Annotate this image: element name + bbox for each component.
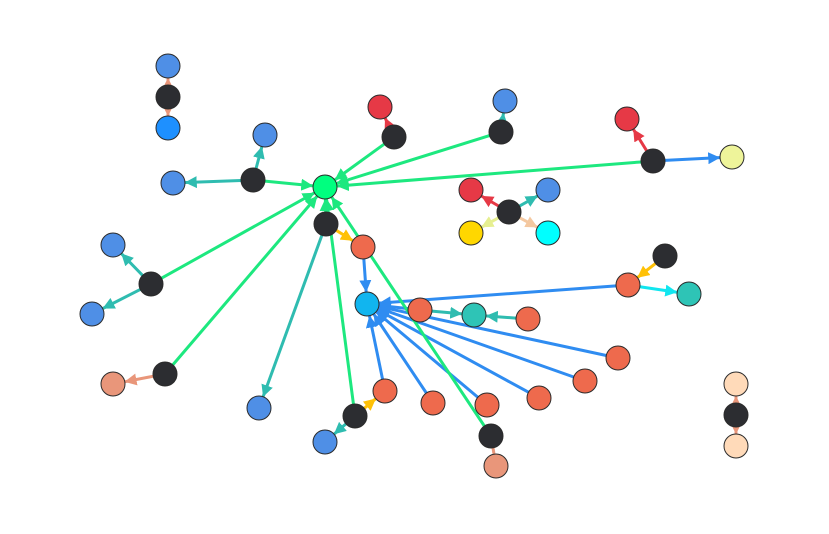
edge-l1-s9 — [362, 397, 377, 411]
graph-node-g1[interactable] — [313, 211, 339, 237]
graph-node-h1[interactable] — [100, 232, 126, 258]
graph-node-s6[interactable] — [526, 385, 552, 411]
graph-node-a3[interactable] — [155, 115, 181, 141]
graph-node-e3[interactable] — [160, 170, 186, 196]
graph-node-s1[interactable] — [407, 297, 433, 323]
edge-e2-e1 — [253, 146, 265, 170]
graph-node-i3[interactable] — [676, 281, 702, 307]
edge-i2-i3 — [638, 284, 678, 297]
graph-node-s8[interactable] — [420, 390, 446, 416]
graph-node-s3[interactable] — [515, 306, 541, 332]
graph-node-s7[interactable] — [474, 392, 500, 418]
graph-node-G[interactable] — [312, 174, 338, 200]
edge-s7-S — [375, 310, 480, 399]
edge-s3-s2 — [485, 310, 518, 323]
graph-node-s4[interactable] — [605, 345, 631, 371]
edge-s1-s2 — [430, 306, 463, 319]
graph-node-f3[interactable] — [496, 199, 522, 225]
edge-i1-i2 — [636, 261, 658, 279]
graph-node-s2[interactable] — [461, 302, 487, 328]
edge-f3-f2 — [517, 194, 539, 208]
graph-node-s9[interactable] — [372, 378, 398, 404]
graph-node-i2[interactable] — [615, 272, 641, 298]
graph-node-e2[interactable] — [240, 167, 266, 193]
graph-node-n1[interactable] — [723, 371, 749, 397]
edge-d2-d1 — [632, 128, 649, 153]
edge-d2-d3 — [663, 152, 721, 165]
edge-e2-G — [263, 178, 314, 191]
graph-node-b2[interactable] — [381, 124, 407, 150]
graph-node-h3[interactable] — [79, 301, 105, 327]
edge-l1-l2 — [333, 421, 348, 435]
graph-node-c1[interactable] — [492, 88, 518, 114]
graph-node-f2[interactable] — [535, 177, 561, 203]
graph-node-m2[interactable] — [483, 453, 509, 479]
graph-node-a2[interactable] — [155, 84, 181, 110]
edge-g2-S — [359, 257, 372, 293]
graph-node-b1[interactable] — [367, 94, 393, 120]
graph-node-e1[interactable] — [252, 122, 278, 148]
edge-j1-j2 — [124, 373, 155, 386]
graph-node-k1[interactable] — [246, 395, 272, 421]
graph-node-f4[interactable] — [458, 220, 484, 246]
edge-s6-S — [376, 308, 530, 394]
edge-b2-b1 — [383, 117, 396, 132]
edge-s5-S — [377, 306, 576, 379]
edge-d2-G — [336, 160, 643, 192]
graph-node-m1[interactable] — [478, 423, 504, 449]
graph-node-d3[interactable] — [719, 144, 745, 170]
edge-b2-G — [334, 142, 386, 181]
edge-f3-f5 — [518, 216, 539, 229]
graph-node-d2[interactable] — [640, 148, 666, 174]
graph-node-l1[interactable] — [342, 403, 368, 429]
graph-node-s5[interactable] — [572, 368, 598, 394]
graph-node-i1[interactable] — [652, 243, 678, 269]
edge-g1-g2 — [334, 228, 354, 242]
nodes-layer — [79, 53, 749, 479]
edge-c2-G — [335, 134, 492, 186]
graph-node-n3[interactable] — [723, 433, 749, 459]
edge-j1-G — [171, 195, 319, 367]
graph-node-l2[interactable] — [312, 429, 338, 455]
graph-node-h2[interactable] — [138, 271, 164, 297]
edge-s8-S — [372, 313, 428, 395]
edge-e2-e3 — [184, 176, 243, 189]
graph-node-g2[interactable] — [350, 234, 376, 260]
graph-node-a1[interactable] — [155, 53, 181, 79]
edge-f3-f4 — [480, 216, 500, 229]
graph-node-d1[interactable] — [614, 106, 640, 132]
edge-f3-f1 — [480, 195, 501, 208]
graph-node-f1[interactable] — [458, 177, 484, 203]
graph-node-c2[interactable] — [488, 119, 514, 145]
edge-h2-h1 — [120, 252, 145, 277]
graph-node-n2[interactable] — [723, 402, 749, 428]
edges-layer — [102, 77, 742, 455]
graph-node-f5[interactable] — [535, 220, 561, 246]
edge-g1-k1 — [261, 233, 324, 398]
graph-node-j1[interactable] — [152, 361, 178, 387]
edge-s9-S — [365, 315, 385, 381]
graph-node-S[interactable] — [354, 291, 380, 317]
graph-node-j2[interactable] — [100, 371, 126, 397]
edge-c2-c1 — [496, 112, 508, 126]
edge-h2-G — [159, 191, 316, 280]
edge-m1-m2 — [491, 446, 496, 455]
edge-h2-h3 — [102, 287, 142, 310]
